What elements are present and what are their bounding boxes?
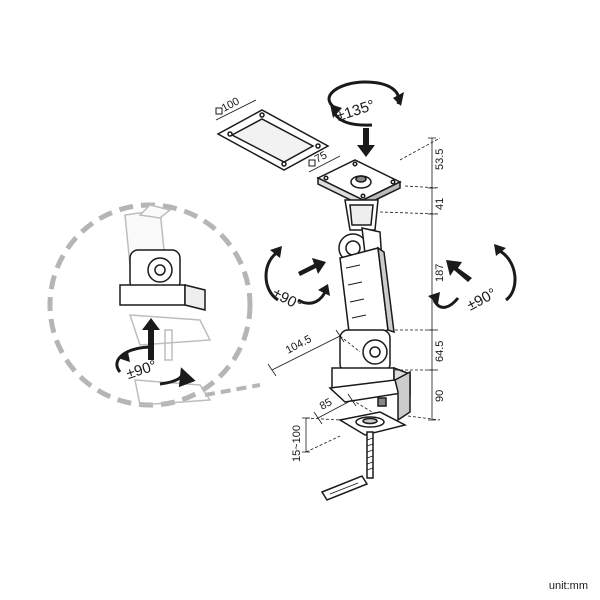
vesa-75-label: 75 bbox=[308, 149, 341, 173]
dim-85-text: 85 bbox=[318, 396, 334, 412]
left-rotation: ±90° bbox=[264, 246, 330, 315]
left-rotation-label: ±90° bbox=[269, 285, 304, 315]
dimension-104-5 bbox=[267, 329, 361, 377]
top-rotation: ±135° bbox=[327, 80, 404, 157]
vesa-75-text: 75 bbox=[313, 149, 329, 165]
dim-64-5: 64.5 bbox=[434, 341, 446, 362]
unit-label: unit:mm bbox=[548, 580, 588, 592]
vesa-100-label: 100 bbox=[215, 95, 257, 121]
dim-clamp-range-text: 15~100 bbox=[291, 425, 303, 462]
vesa-100-plate bbox=[216, 109, 330, 171]
dimension-85 bbox=[313, 393, 373, 425]
detail-up-arrow bbox=[142, 318, 160, 360]
dim-90: 90 bbox=[434, 390, 446, 402]
detail-callout: ±90° bbox=[47, 202, 261, 408]
top-rotation-label: ±135° bbox=[334, 97, 377, 125]
left-push-arrow bbox=[298, 258, 326, 276]
detail-rotation-arc bbox=[115, 345, 183, 384]
right-rotation-label: ±90° bbox=[464, 285, 499, 315]
vesa-75-head bbox=[316, 159, 402, 231]
dimension-clamp-range bbox=[302, 417, 341, 453]
clamp-screw bbox=[320, 431, 374, 501]
dim-41: 41 bbox=[434, 198, 446, 210]
detail-joint bbox=[119, 249, 206, 311]
dim-187: 187 bbox=[434, 264, 446, 282]
top-down-arrow bbox=[357, 128, 375, 157]
dim-104-5-text: 104.5 bbox=[284, 333, 314, 357]
arm-segment bbox=[339, 246, 395, 341]
vesa-100-text: 100 bbox=[220, 95, 242, 114]
dimension-lines-right bbox=[379, 137, 441, 421]
right-push-arrow bbox=[446, 260, 472, 282]
dim-53-5: 53.5 bbox=[434, 149, 446, 170]
